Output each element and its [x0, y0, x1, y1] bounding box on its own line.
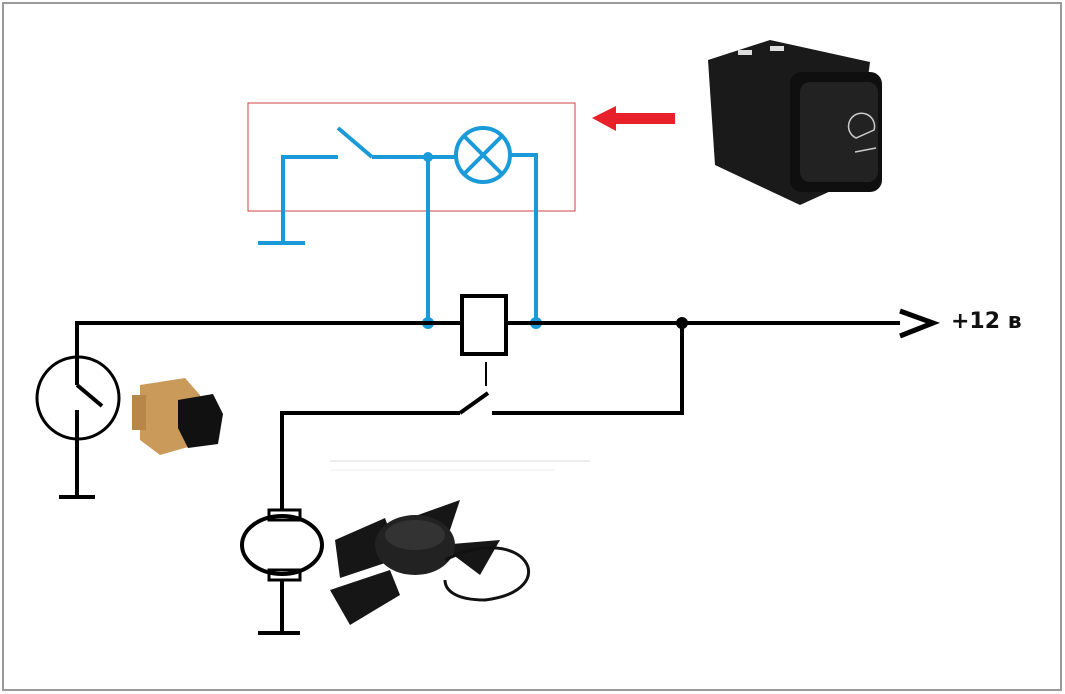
highlight-box [247, 102, 576, 212]
control-circuit [258, 126, 538, 323]
fog-light-icon [847, 112, 876, 139]
voltage-label: +12 в [951, 309, 1022, 334]
junction-dots [422, 152, 542, 329]
relay-coil [460, 294, 508, 356]
power-circuit [35, 294, 941, 635]
dashboard-switch-image [708, 40, 882, 205]
red-arrow-icon [592, 106, 675, 131]
junction-dot [676, 317, 688, 329]
fan-image [330, 500, 531, 625]
relay-contact [458, 391, 490, 415]
fan-motor-symbol [240, 514, 324, 576]
thermo-sensor-image [132, 378, 223, 455]
dashboard-switch-contact [336, 126, 374, 159]
arrow-head-icon [899, 308, 941, 339]
